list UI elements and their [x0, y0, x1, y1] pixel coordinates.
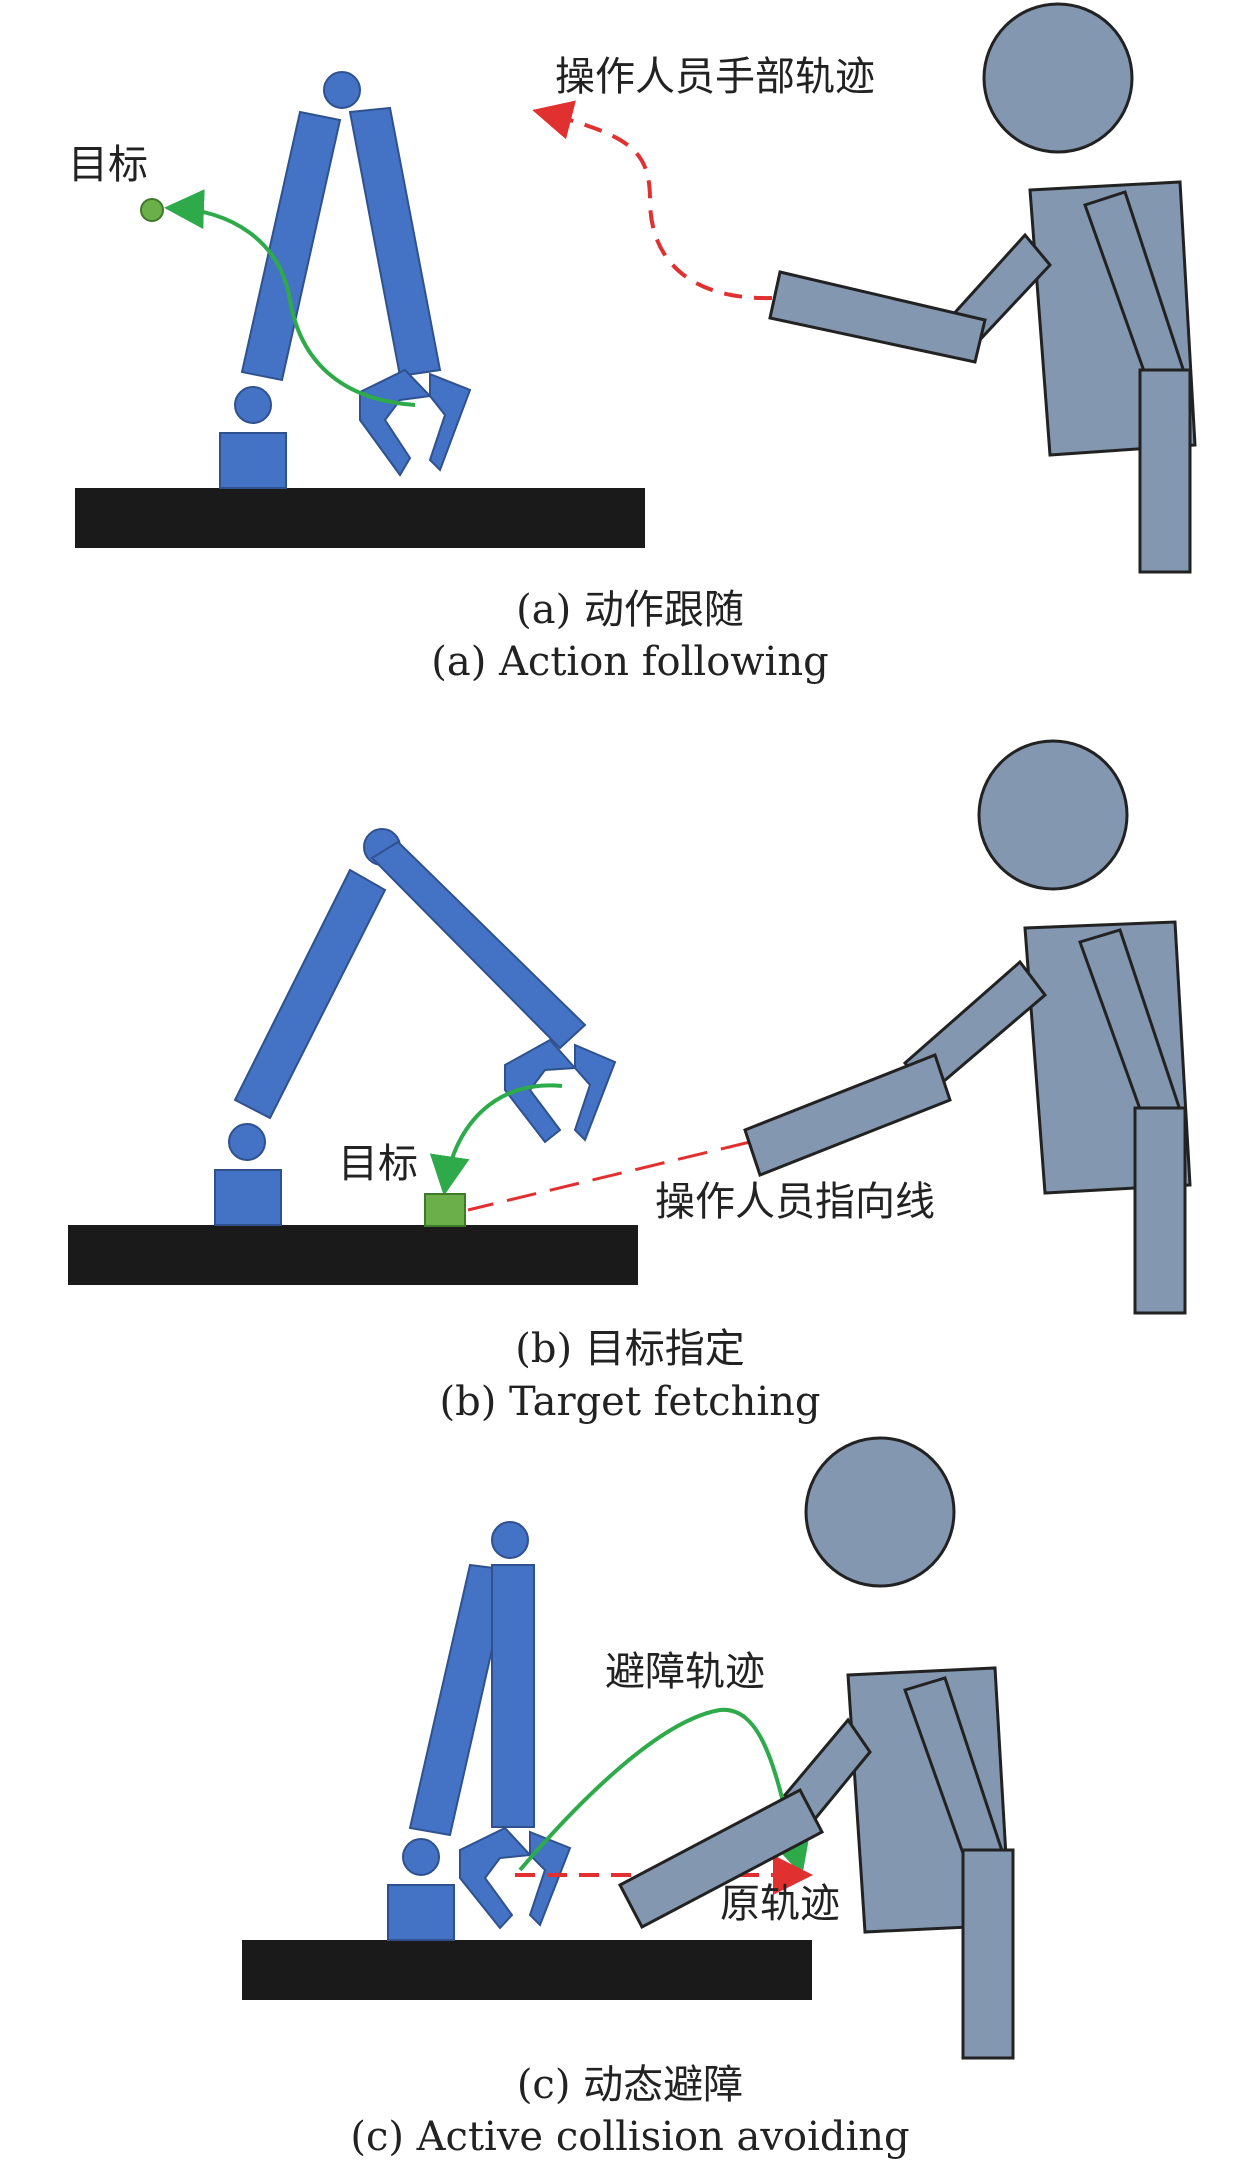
label-hand-path-a: 操作人员手部轨迹	[555, 54, 875, 100]
human-forearm-a	[768, 270, 987, 364]
robot-gripper-finger-b	[573, 1043, 617, 1142]
human-head-c	[804, 1436, 956, 1588]
pointing-line-b	[467, 1140, 751, 1212]
label-avoid-path-c: 避障轨迹	[605, 1649, 765, 1695]
panel-b: 目标 操作人员指向线 (b) 目标指定 (b) Target fetching	[68, 739, 1192, 1425]
target-point-a	[140, 198, 164, 222]
robot-base-a	[219, 432, 287, 489]
table-b	[68, 1225, 638, 1285]
human-leg-a	[1138, 368, 1192, 574]
table-a	[75, 488, 645, 548]
robot-joint-lower-c	[402, 1838, 440, 1876]
robot-gripper-finger-a	[428, 372, 472, 472]
robot-link-upper-c	[491, 1564, 535, 1828]
human-b	[743, 739, 1192, 1315]
caption-zh-c: (c) 动态避障	[517, 2062, 743, 2108]
robot-joint-top-a	[323, 71, 361, 109]
robot-link-upper-a	[348, 106, 442, 378]
robot-joint-lower-b	[228, 1123, 266, 1161]
caption-zh-a: (a) 动作跟随	[516, 587, 744, 633]
robot-path-a	[164, 189, 416, 407]
label-original-path-c: 原轨迹	[720, 1881, 840, 1927]
label-target-a: 目标	[68, 142, 148, 188]
robot-base-b	[214, 1169, 282, 1226]
robot-path-b	[429, 1083, 563, 1196]
caption-en-b: (b) Target fetching	[439, 1379, 820, 1425]
human-leg-b	[1133, 1106, 1187, 1315]
robot-gripper-c	[459, 1826, 533, 1930]
robot-gripper-finger-c	[528, 1830, 572, 1927]
robot-gripper-a	[359, 368, 433, 477]
human-leg-c	[961, 1848, 1015, 2060]
human-forearm-c	[617, 1787, 825, 1930]
robot-link-lower-b	[233, 868, 387, 1120]
robot-base-c	[387, 1884, 455, 1941]
robot-joint-top-c	[491, 1521, 529, 1559]
caption-zh-b: (b) 目标指定	[515, 1326, 745, 1372]
avoid-path-c	[518, 1707, 811, 1876]
human-forearm-b	[743, 1053, 952, 1177]
caption-en-a: (a) Action following	[431, 639, 828, 685]
table-c	[242, 1940, 812, 2000]
robot-link-lower-a	[240, 110, 342, 382]
label-target-b: 目标	[338, 1141, 418, 1187]
caption-en-c: (c) Active collision avoiding	[350, 2114, 909, 2160]
human-head-b	[977, 739, 1129, 891]
human-head-a	[982, 2, 1134, 154]
robot-joint-lower-a	[234, 386, 272, 424]
robot-link-upper-b	[370, 840, 587, 1050]
target-box-b	[424, 1193, 466, 1227]
robot-gripper-b	[504, 1038, 578, 1144]
hand-path-a	[532, 100, 773, 301]
human-a	[768, 2, 1197, 574]
panel-c: 避障轨迹 原轨迹 (c) 动态避障 (c) Active collision a…	[242, 1436, 1015, 2160]
label-pointing-b: 操作人员指向线	[655, 1179, 935, 1225]
panel-a: 目标 操作人员手部轨迹 (a) 动作跟随 (a) Action followin…	[68, 2, 1197, 685]
human-c	[617, 1436, 1015, 2060]
